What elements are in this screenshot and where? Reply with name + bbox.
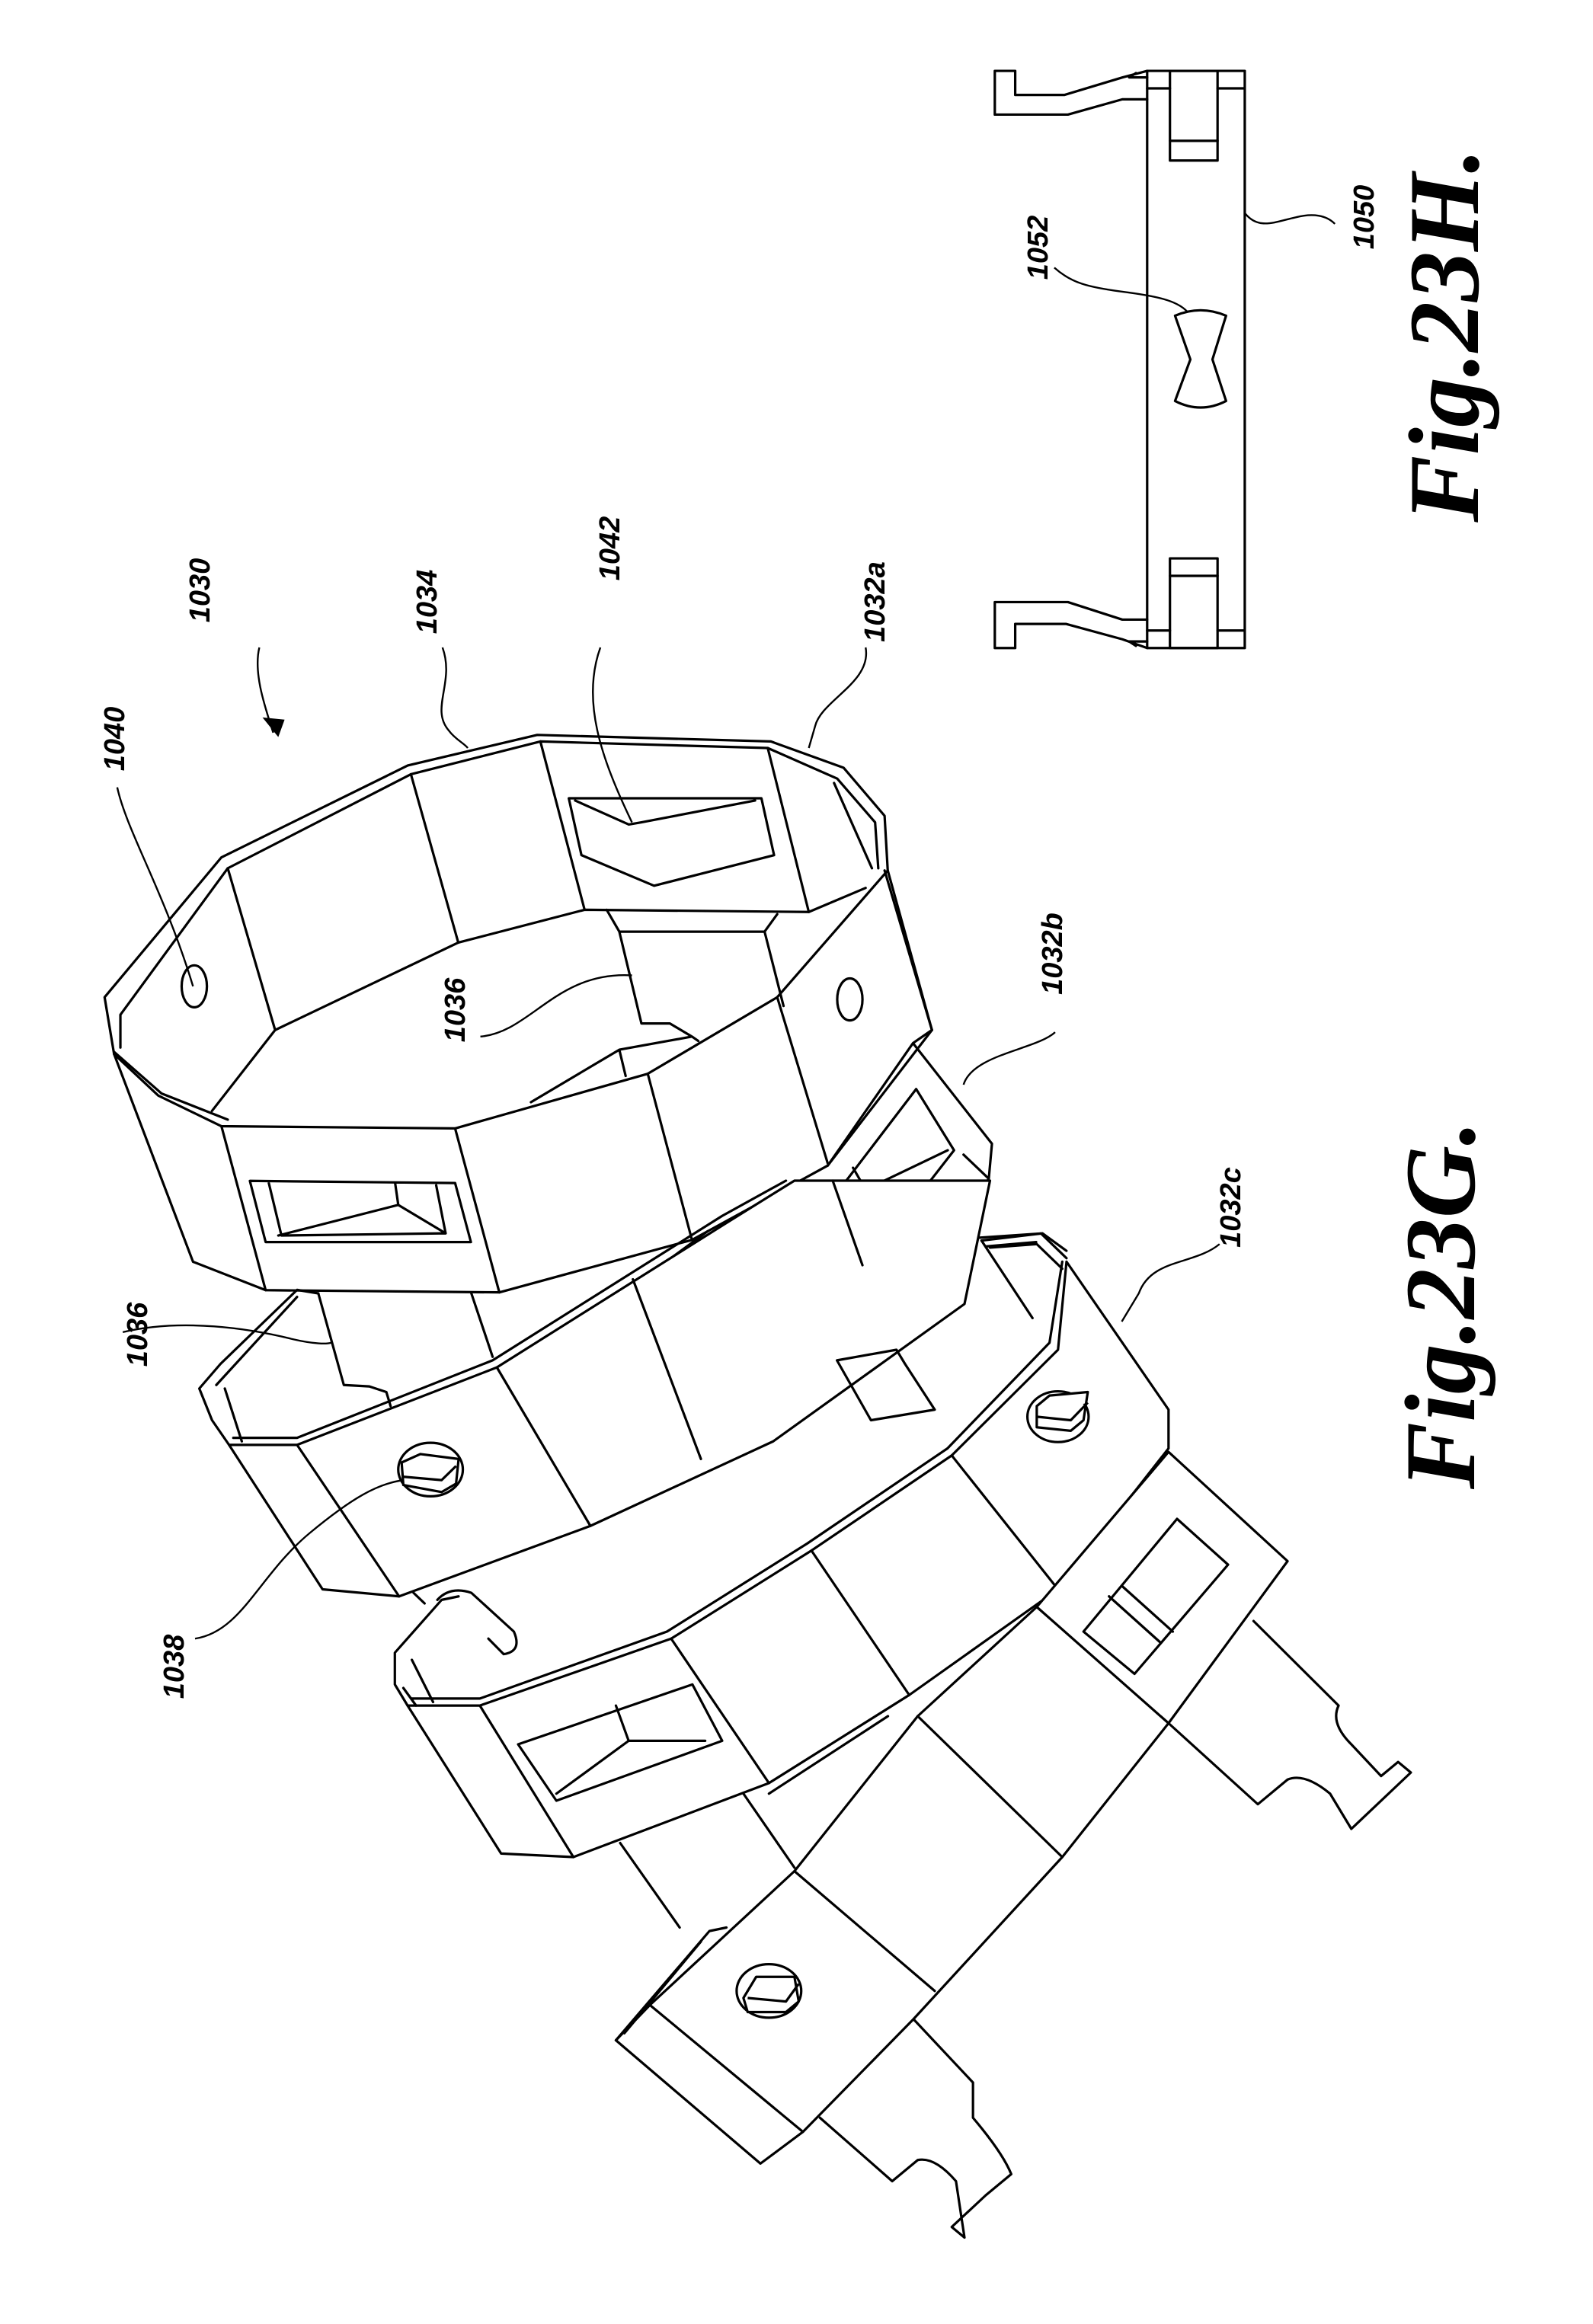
- hook-tab-lower: [820, 2019, 1011, 2238]
- leader-1032b: [964, 1032, 1055, 1085]
- hook-tab-right: [1169, 1621, 1411, 1829]
- label-1050: 1050: [1348, 185, 1380, 250]
- bowtie-aperture: [1175, 310, 1226, 408]
- leader-1036-upper: [481, 975, 632, 1037]
- leader-1042: [593, 647, 632, 823]
- pin-hole-base: [737, 1964, 801, 2018]
- hook-bottom: [995, 602, 1147, 647]
- hook-top: [995, 71, 1147, 114]
- label-1036-upper: 1036: [440, 977, 472, 1042]
- pin-1038: [401, 1454, 459, 1492]
- label-1040: 1040: [99, 707, 131, 772]
- label-1036-lower: 1036: [122, 1302, 154, 1367]
- label-1032c: 1032c: [1215, 1167, 1247, 1248]
- front-slot: [250, 1181, 471, 1242]
- leader-1052: [1054, 267, 1187, 311]
- leader-1050: [1245, 213, 1335, 224]
- label-1042: 1042: [594, 516, 626, 581]
- strip-block-bottom: [1170, 558, 1217, 648]
- fig-23g-caption: Fig.23G.: [1384, 1120, 1496, 1490]
- label-1052: 1052: [1022, 216, 1054, 280]
- rings-lower: [123, 1181, 1411, 2238]
- pin-ring-c: [1037, 1392, 1088, 1431]
- arrowhead-icon: [262, 717, 285, 737]
- leader-1040: [117, 788, 193, 986]
- slot-1042: [569, 798, 774, 886]
- fig-23h-drawing: [995, 71, 1335, 648]
- hole-1040: [181, 965, 206, 1007]
- pin-base: [744, 1977, 799, 2012]
- label-1032a: 1032a: [859, 561, 891, 642]
- fig-23h-caption: Fig.23H.: [1388, 148, 1500, 523]
- label-1038: 1038: [158, 1634, 190, 1699]
- leader-1032a: [809, 647, 866, 748]
- leader-1036-lower: [123, 1325, 331, 1344]
- leader-1034: [441, 647, 467, 748]
- label-1030: 1030: [184, 558, 216, 623]
- strip-block-top: [1170, 71, 1217, 161]
- ring-1032a: [104, 647, 1067, 1333]
- pin-hole-1038: [398, 1443, 463, 1496]
- label-1034: 1034: [411, 570, 443, 635]
- base-slot: [1083, 1519, 1228, 1674]
- label-1032b: 1032b: [1037, 913, 1069, 995]
- leader-1032c: [1121, 1244, 1219, 1322]
- leader-1038: [195, 1480, 403, 1638]
- hole-right: [837, 979, 862, 1021]
- strip-body: [1147, 71, 1245, 648]
- slot-ring-c: [518, 1684, 722, 1801]
- pin-hole-ring-c: [1028, 1392, 1089, 1443]
